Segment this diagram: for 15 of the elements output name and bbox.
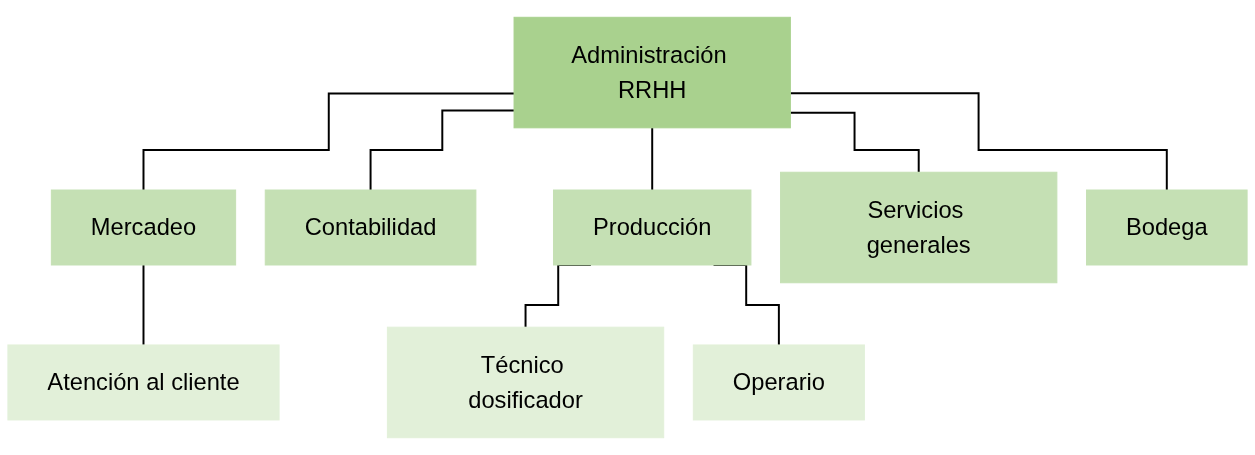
connector	[789, 92, 1168, 191]
connector	[142, 264, 145, 346]
node-box: Administración RRHH	[513, 16, 791, 129]
node-box: Producción	[553, 189, 752, 266]
node-box: Servicios generales	[780, 171, 1058, 284]
node-box: Operario	[692, 344, 865, 421]
node-box: Técnico dosificador	[386, 326, 665, 439]
node-box: Contabilidad	[264, 189, 477, 266]
node-box: Bodega	[1086, 189, 1248, 266]
node-box: Atención al cliente	[7, 344, 280, 421]
node-box: Mercadeo	[50, 189, 237, 266]
connector	[142, 92, 516, 191]
connector	[651, 126, 654, 191]
connector	[789, 111, 920, 174]
connector	[369, 109, 516, 191]
